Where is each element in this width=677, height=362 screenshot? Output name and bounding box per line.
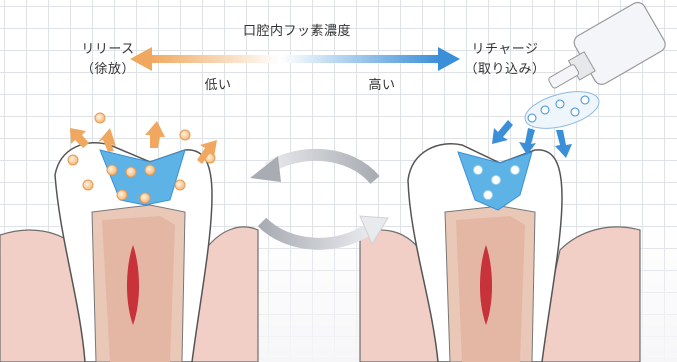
fluoride-concentration-title: 口腔内フッ素濃度: [243, 20, 351, 39]
right-tooth: [360, 144, 640, 362]
fluoride-tube-icon: [537, 0, 668, 107]
low-label: 低い: [204, 74, 231, 93]
release-label: リリース: [81, 38, 134, 57]
recharge-sublabel: （取り込み）: [464, 58, 545, 77]
fluoride-gel-drop: [521, 85, 603, 136]
fluoride-gradient-arrow: [130, 47, 460, 71]
recharge-label: リチャージ: [471, 38, 538, 57]
high-label: 高い: [368, 74, 395, 93]
release-sublabel: （徐放）: [81, 58, 135, 77]
cycle-arrows: [250, 155, 388, 244]
